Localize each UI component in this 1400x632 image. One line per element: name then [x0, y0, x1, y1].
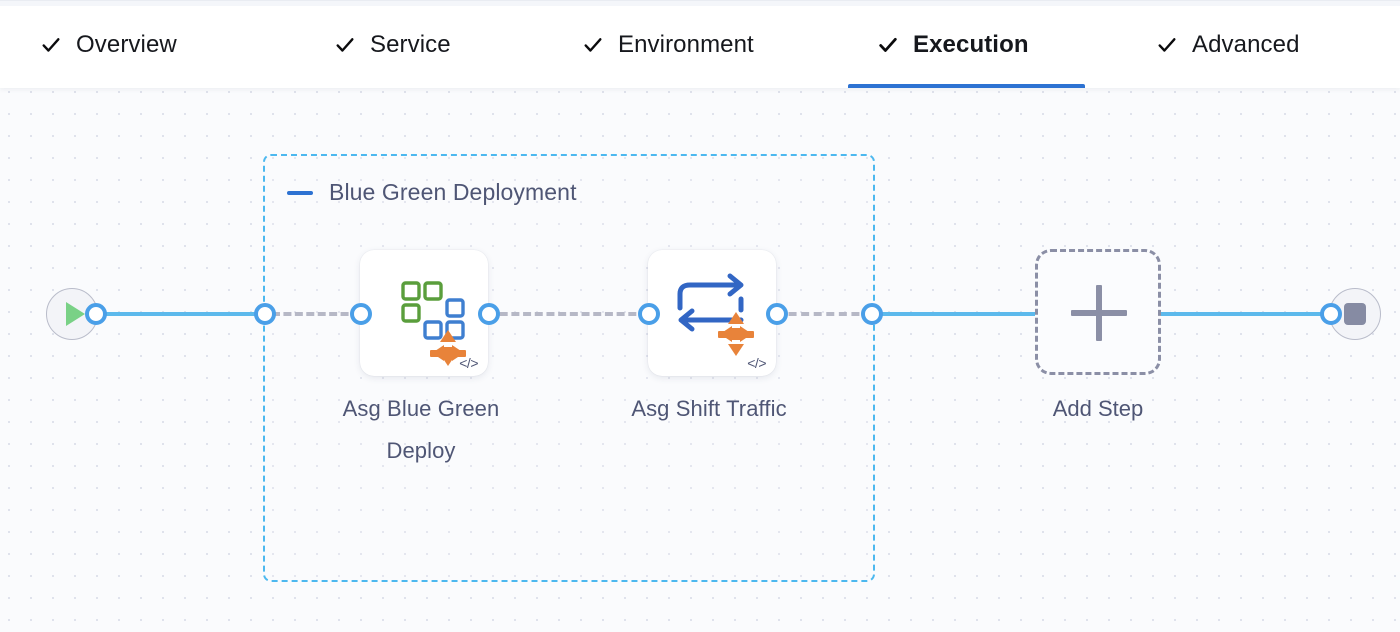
plus-icon-vertical [1096, 285, 1102, 341]
play-icon [65, 302, 85, 326]
tab-service[interactable]: Service [330, 1, 455, 89]
active-tab-underline [848, 84, 1085, 88]
tab-advanced-label: Advanced [1192, 31, 1300, 58]
link-add-step-to-end [1160, 312, 1332, 316]
link-stage-to-add-step [876, 312, 1036, 316]
link-step-2-to-stage-exit [776, 312, 872, 316]
port-step-1-in[interactable] [350, 303, 372, 325]
port-stage-in[interactable] [254, 303, 276, 325]
stage-group-blue-green-deployment[interactable]: Blue Green Deployment [263, 154, 875, 582]
stage-header: Blue Green Deployment [287, 179, 577, 206]
step-node-asg-blue-green-deploy[interactable]: </> [360, 250, 488, 376]
tab-advanced[interactable]: Advanced [1152, 1, 1304, 89]
check-icon [1156, 34, 1178, 56]
check-icon [582, 34, 604, 56]
tab-overview-label: Overview [76, 31, 177, 58]
tab-bar-top-strip [0, 1, 1400, 6]
step-label-asg-blue-green-deploy: Asg Blue Green Deploy [342, 396, 500, 463]
asg-shift-traffic-icon [677, 273, 754, 356]
code-badge-icon: </> [747, 355, 766, 371]
step-node-asg-shift-traffic[interactable]: </> [648, 250, 776, 376]
stop-icon [1344, 303, 1366, 325]
pipeline-tab-bar: Overview Service Environment Execution A [0, 0, 1400, 88]
tab-execution-label: Execution [913, 31, 1029, 58]
tab-environment-label: Environment [618, 31, 754, 58]
link-step-1-to-step-2 [488, 312, 648, 316]
add-step-button[interactable] [1035, 249, 1161, 375]
minus-icon[interactable] [287, 190, 313, 195]
stage-title: Blue Green Deployment [329, 179, 577, 205]
port-step-1-out[interactable] [478, 303, 500, 325]
code-badge-icon: </> [459, 355, 478, 371]
check-icon [40, 34, 62, 56]
pipeline-canvas[interactable]: Blue Green Deployment [0, 88, 1400, 632]
tab-environment[interactable]: Environment [578, 1, 758, 89]
link-stage-entry-to-step-1 [272, 312, 360, 316]
add-step-label: Add Step [1052, 396, 1144, 421]
link-start-to-stage [96, 312, 264, 316]
tab-execution[interactable]: Execution [873, 1, 1033, 89]
port-step-2-out[interactable] [766, 303, 788, 325]
port-start-out[interactable] [85, 303, 107, 325]
check-icon [334, 34, 356, 56]
tab-service-label: Service [370, 31, 451, 58]
tab-overview[interactable]: Overview [36, 1, 181, 89]
asg-blue-green-deploy-icon [401, 281, 466, 366]
port-step-2-in[interactable] [638, 303, 660, 325]
port-stage-out[interactable] [861, 303, 883, 325]
step-label-asg-shift-traffic: Asg Shift Traffic [631, 396, 787, 421]
port-end-in[interactable] [1320, 303, 1342, 325]
pipeline-start-node[interactable] [46, 288, 98, 340]
check-icon [877, 34, 899, 56]
